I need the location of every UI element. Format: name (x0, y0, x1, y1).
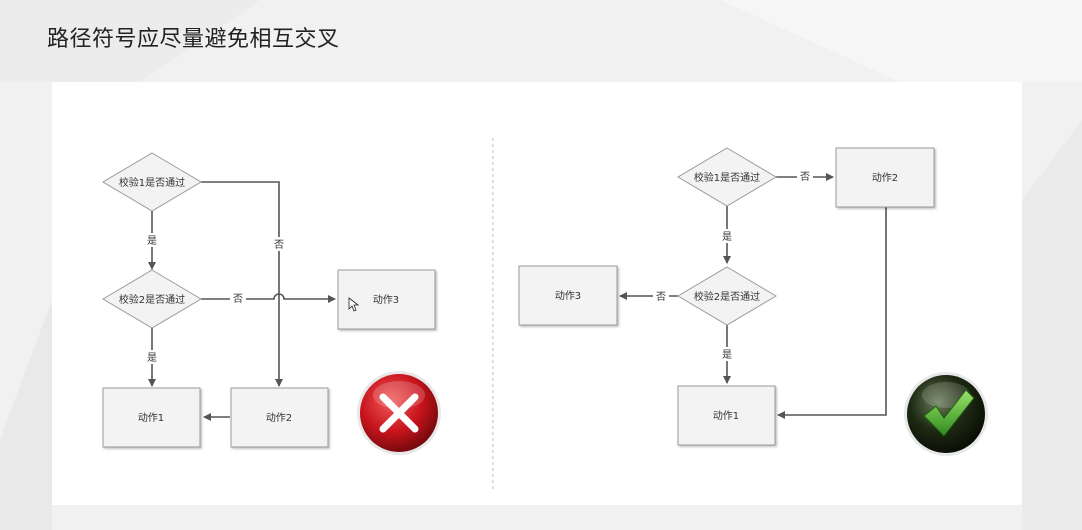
green-check-icon (904, 372, 988, 456)
good-process-action1: 动作1 (677, 385, 776, 446)
good-edge-action2-to-action1 (777, 207, 887, 419)
good-decision-check2-label: 校验2是否通过 (694, 290, 760, 303)
bad-process-action3: 动作3 (337, 269, 436, 330)
bad-decision-check1: 校验1是否通过 (102, 152, 202, 212)
flowchart-comparison: 是 否 否 是 校验1是否通过 校验2是否通过 动作3 动作1 (102, 138, 988, 492)
bad-process-action2: 动作2 (230, 387, 329, 448)
good-process-action2-label: 动作2 (872, 172, 898, 184)
bad-label-yes-2: 是 (147, 352, 157, 364)
good-process-action3: 动作3 (518, 265, 618, 326)
bad-decision-check1-label: 校验1是否通过 (119, 176, 185, 189)
bad-decision-check2: 校验2是否通过 (102, 269, 202, 329)
bad-edge-check1-no (201, 181, 283, 387)
good-decision-check2: 校验2是否通过 (677, 266, 777, 326)
good-process-action2: 动作2 (835, 147, 935, 208)
bad-process-action2-label: 动作2 (266, 412, 292, 424)
comparison-panel: 是 否 否 是 校验1是否通过 校验2是否通过 动作3 动作1 (52, 82, 1022, 505)
good-label-no-1: 否 (800, 171, 810, 183)
good-process-action1-label: 动作1 (713, 410, 739, 422)
bad-decision-check2-label: 校验2是否通过 (119, 293, 185, 306)
good-decision-check1-label: 校验1是否通过 (694, 171, 760, 184)
bad-flowchart: 是 否 否 是 校验1是否通过 校验2是否通过 动作3 动作1 (102, 152, 441, 455)
bad-edge-check2-no (201, 293, 336, 303)
good-label-no-2: 否 (656, 291, 666, 303)
bad-process-action1: 动作1 (102, 387, 201, 448)
bad-label-no-1: 否 (274, 239, 284, 251)
bad-label-no-2: 否 (233, 293, 243, 305)
good-flowchart: 否 是 否 是 校验1是否通过 校验2是否通过 动作2 动作3 (518, 147, 988, 456)
red-cross-icon (357, 371, 441, 455)
good-label-yes-2: 是 (722, 349, 732, 361)
bad-process-action3-label: 动作3 (373, 294, 399, 306)
slide-title: 路径符号应尽量避免相互交叉 (47, 27, 340, 52)
good-decision-check1: 校验1是否通过 (677, 147, 777, 207)
good-label-yes-1: 是 (722, 231, 732, 243)
mouse-cursor-icon (348, 297, 360, 312)
bad-label-yes-1: 是 (147, 235, 157, 247)
good-process-action3-label: 动作3 (555, 290, 581, 302)
bad-process-action1-label: 动作1 (138, 412, 164, 424)
